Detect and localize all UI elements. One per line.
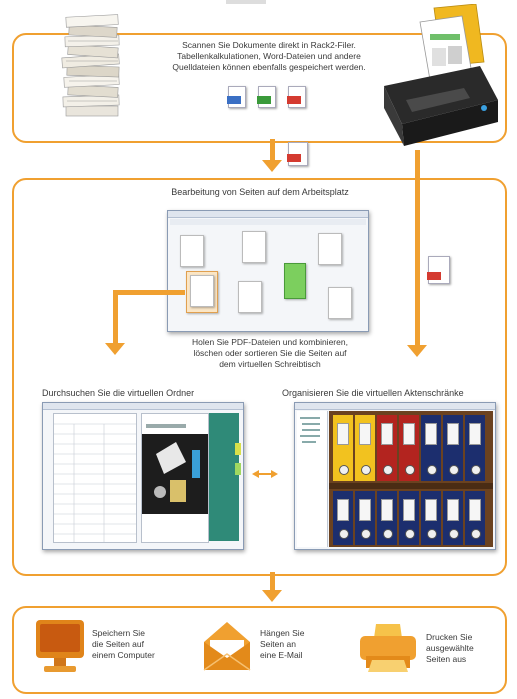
output-computer-line-2: die Seiten auf: [92, 639, 144, 649]
binder-navy: [465, 491, 485, 545]
scan-text-line-1: Scannen Sie Dokumente direkt in Rack2-Fi…: [182, 40, 356, 50]
virtual-cabinet-window: [294, 402, 496, 550]
double-arrow-icon: [252, 466, 278, 478]
output-print-line-3: Seiten aus: [426, 654, 467, 664]
binder-navy: [377, 491, 397, 545]
binder-navy: [355, 491, 375, 545]
scanner-image: [376, 3, 502, 150]
output-email-line-2: Seiten an: [260, 639, 296, 649]
cabinets-title: Organisieren Sie die virtuellen Aktensch…: [282, 388, 464, 398]
output-email-text: Hängen Sie Seiten an eine E-Mail: [260, 628, 330, 661]
workspace-title: Bearbeitung von Seiten auf dem Arbeitspl…: [171, 187, 349, 197]
output-print-text: Drucken Sie ausgewählte Seiten aus: [426, 632, 500, 665]
binder-navy: [443, 415, 463, 481]
workspace-caption-line-1: Holen Sie PDF-Dateien und kombinieren,: [192, 337, 348, 347]
top-partial-caption: [226, 0, 266, 4]
powerpoint-file-icon: [287, 86, 306, 108]
scan-down-connector: [270, 139, 275, 163]
cabinet-shelf-top: [333, 415, 489, 481]
binder-navy: [399, 491, 419, 545]
workspace-page-green: [284, 263, 306, 299]
output-computer-line-1: Speichern Sie: [92, 628, 145, 638]
cabinet-tree-panel: [297, 411, 328, 547]
scan-text-line-3: Quelldateien können ebenfalls gespeicher…: [172, 62, 366, 72]
workspace-caption: Holen Sie PDF-Dateien und kombinieren, l…: [150, 337, 390, 370]
folder-list-page: [53, 413, 137, 543]
right-connector: [415, 150, 420, 348]
workspace-caption-line-2: löschen oder sortieren Sie die Seiten au…: [193, 348, 347, 358]
scan-text-line-2: Tabellenkalkulationen, Word-Dateien und …: [177, 51, 361, 61]
output-print-line-1: Drucken Sie: [426, 632, 473, 642]
binder-yellow: [333, 415, 353, 481]
workspace-page: [242, 231, 266, 263]
output-print-line-2: ausgewählte: [426, 643, 474, 653]
workspace-page: [328, 287, 352, 319]
output-computer-text: Speichern Sie die Seiten auf einem Compu…: [92, 628, 172, 661]
folder-teal-cover: [209, 413, 239, 541]
output-email-line-3: eine E-Mail: [260, 650, 303, 660]
left-connector-arrowhead: [105, 343, 125, 355]
workspace-page: [180, 235, 204, 267]
binder-red: [399, 415, 419, 481]
pdf-file-icon-side: [427, 256, 450, 284]
right-connector-arrowhead: [407, 345, 427, 357]
virtual-folder-window: [42, 402, 244, 550]
output-section: [12, 606, 507, 694]
bottom-connector-arrowhead: [262, 590, 282, 602]
output-computer-line-3: einem Computer: [92, 650, 155, 660]
workspace-page: [190, 275, 214, 307]
bottom-connector: [270, 572, 275, 592]
binder-navy: [421, 415, 441, 481]
workspace-page: [238, 281, 262, 313]
binder-yellow: [355, 415, 375, 481]
pdf-file-icon: [287, 142, 308, 166]
printer-icon: [356, 620, 420, 674]
output-email-line-1: Hängen Sie: [260, 628, 305, 638]
scan-down-arrowhead: [262, 160, 282, 172]
computer-icon: [34, 618, 86, 676]
workspace-toolbar: [170, 219, 366, 225]
cabinet-shelf-board: [329, 483, 493, 489]
folder-tab: [235, 443, 241, 455]
folders-title: Durchsuchen Sie die virtuellen Ordner: [42, 388, 195, 398]
cabinet-shelf-bottom: [333, 491, 489, 545]
scan-description: Scannen Sie Dokumente direkt in Rack2-Fi…: [140, 40, 398, 73]
left-connector-horizontal: [113, 290, 185, 295]
binder-navy: [465, 415, 485, 481]
binder-navy: [333, 491, 353, 545]
workspace-window: [167, 210, 369, 332]
binder-red: [377, 415, 397, 481]
workspace-page: [318, 233, 342, 265]
email-icon: [200, 618, 254, 674]
excel-file-icon: [257, 86, 276, 108]
binder-navy: [421, 491, 441, 545]
folder-photo-page: [141, 413, 209, 543]
binder-navy: [443, 491, 463, 545]
word-file-icon: [227, 86, 246, 108]
folder-tab: [235, 463, 241, 475]
paper-stack-image: [60, 10, 124, 118]
left-connector-vertical: [113, 290, 118, 346]
workspace-caption-line-3: dem virtuellen Schreibtisch: [219, 359, 321, 369]
cabinet-shelf-area: [329, 411, 493, 547]
